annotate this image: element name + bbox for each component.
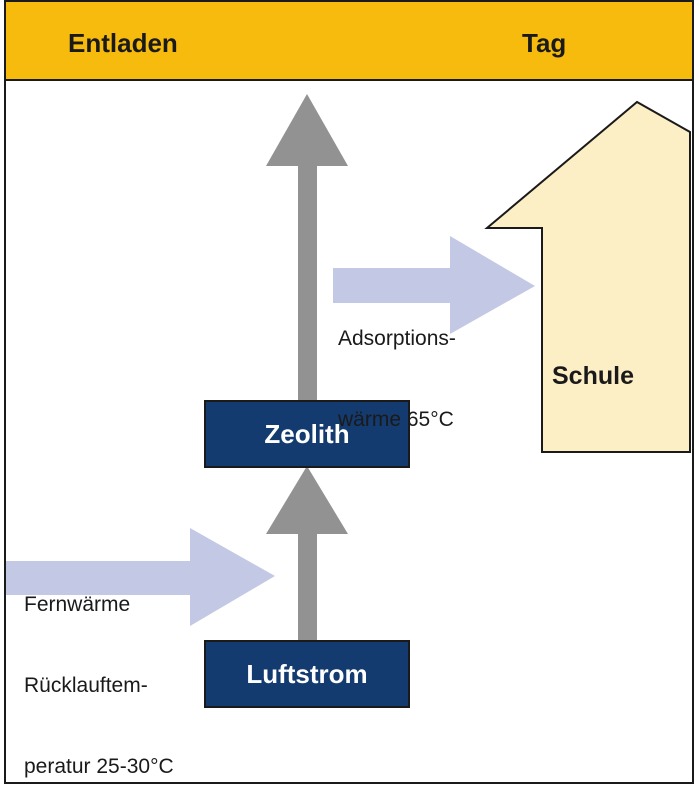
luftstrom-box: Luftstrom: [204, 640, 410, 708]
upward-arrow-head-bottom: [266, 466, 348, 534]
school-building: [484, 100, 691, 453]
adsorption-label-line1: Adsorptions-: [338, 327, 456, 350]
fernwaerme-arrow-shaft: [6, 561, 194, 595]
upward-arrow-shaft-top: [298, 160, 317, 403]
zeolith-box: Zeolith: [204, 400, 410, 468]
header-right-title: Tag: [522, 28, 567, 58]
fernwaerme-label-line1: Fernwärme: [24, 593, 131, 616]
adsorption-arrow-shaft: [333, 268, 453, 303]
header-left-title: Entladen: [68, 28, 178, 58]
adsorption-label-line2: wärme 65°C: [338, 408, 454, 431]
header-bar: Entladen Tag: [6, 2, 692, 81]
adsorption-label: Adsorptions- wärme 65°C: [338, 271, 456, 460]
fernwaerme-arrow-head: [190, 528, 275, 626]
adsorption-arrow-head: [450, 236, 535, 334]
fernwaerme-label: Fernwärme Rücklauftem- peratur 25-30°C: [24, 537, 174, 807]
school-label: Schule: [552, 362, 634, 390]
fernwaerme-label-line2: Rücklauftem-: [24, 674, 148, 697]
upward-arrow-head-top: [266, 94, 348, 166]
upward-arrow-shaft-bottom: [298, 528, 317, 643]
fernwaerme-label-line3: peratur 25-30°C: [24, 755, 174, 778]
